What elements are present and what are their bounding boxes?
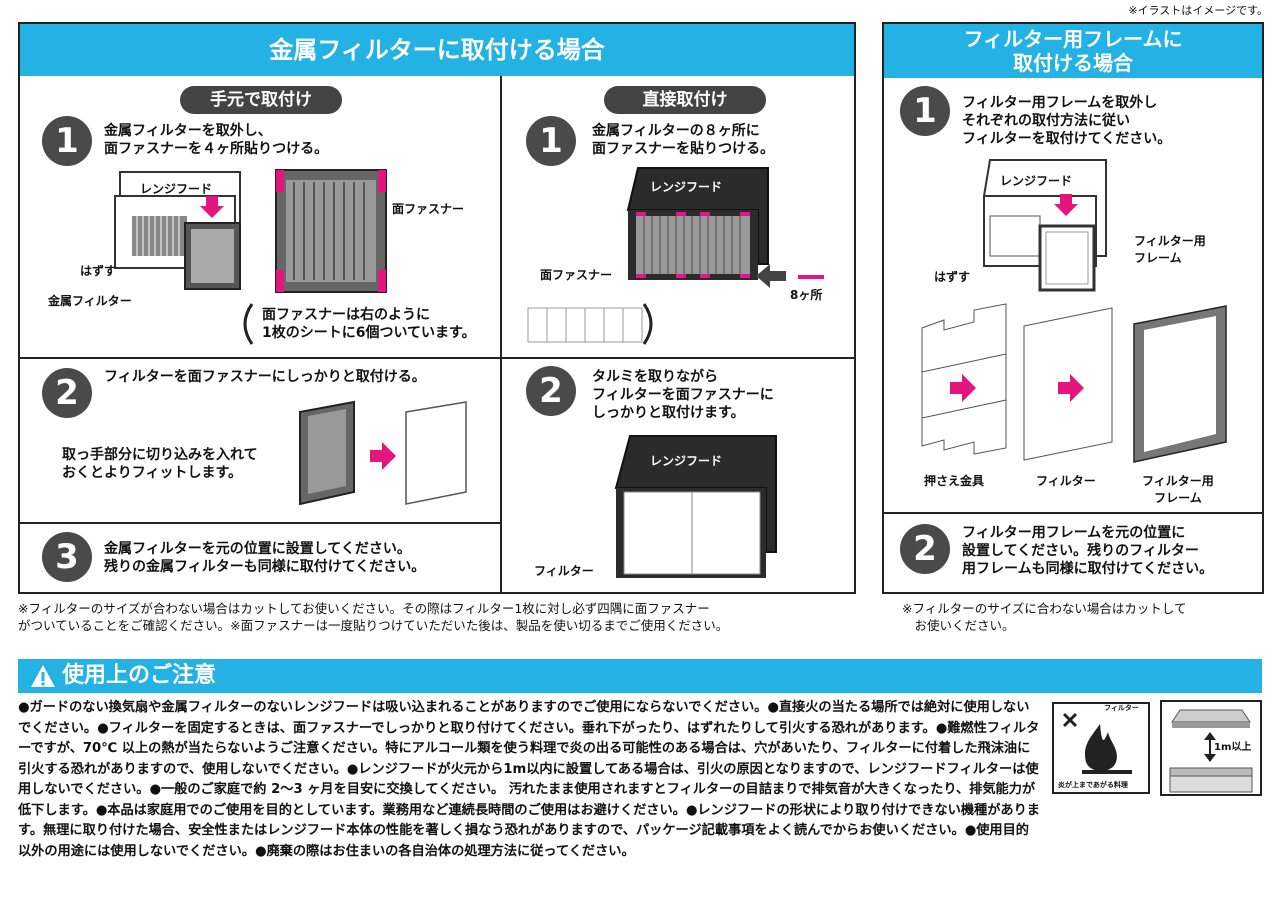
frame-assembly-illustration <box>921 303 1227 463</box>
left-footnote: ※フィルターのサイズが合わない場合はカットしてお使いください。その際はフィルター… <box>18 601 729 633</box>
metal-filter-panel: 金属フィルターに取付ける場合 <box>18 22 856 594</box>
right-footnote: ※フィルターのサイズに合わない場合はカットして お使いください。 <box>902 601 1187 633</box>
hood-label: レンジフード <box>1000 174 1073 188</box>
frame-hood-illustration <box>982 159 1107 292</box>
sheet-note: 面ファスナーは右のように 1枚のシートに6個ついています。 <box>262 307 476 341</box>
step-text: 金属フィルターを取外し、 面ファスナーを４ヶ所貼りつける。 <box>104 123 329 157</box>
direct-attach-label: 直接取付け <box>604 86 766 114</box>
hood-label: レンジフード <box>650 180 723 194</box>
panel-title: 金属フィルターに取付ける場合 <box>20 24 854 76</box>
caution-band <box>18 659 1262 693</box>
step-text: フィルター用フレームを元の位置に 設置してください。残りのフィルター 用フレーム… <box>962 525 1214 577</box>
frame-label: フィルター用 フレーム <box>1134 234 1206 265</box>
step-number: 2 <box>900 524 950 574</box>
divider <box>18 357 856 359</box>
step-number: 1 <box>900 86 950 136</box>
direct-hood-illustration <box>626 167 769 280</box>
step-number: 2 <box>42 368 92 418</box>
step-text: フィルターを面ファスナーにしっかりと取付ける。 <box>104 369 426 385</box>
tip-text: 取っ手部分に切り込みを入れて おくとよりフィットします。 <box>62 447 258 481</box>
hood-label: レンジフード <box>140 182 213 196</box>
divider <box>882 512 1264 514</box>
no-fire-icon <box>1052 702 1150 794</box>
metal-filter-label: 金属フィルター <box>48 294 132 308</box>
remove-label: はずす <box>80 264 117 278</box>
illustration-note: ※イラストはイメージです。 <box>1128 4 1268 17</box>
filter-label: フィルター <box>534 564 594 578</box>
hood-removal-illustration <box>114 171 241 290</box>
metal-filter-illustration <box>275 169 387 293</box>
caution-title: 使用上のご注意 <box>62 663 217 688</box>
attach-filter-illustration <box>299 400 467 506</box>
legend-label: 8ヶ所 <box>790 288 823 302</box>
distance-label: 1m以上 <box>1214 742 1252 753</box>
step-text: 金属フィルターの８ヶ所に 面ファスナーを貼りつける。 <box>592 123 775 157</box>
fastener-label: 面ファスナー <box>540 268 613 282</box>
remove-label: はずす <box>934 270 971 284</box>
panel-title: フィルター用フレームに 取付ける場合 <box>884 24 1262 78</box>
fastener-sheet-illustration <box>243 303 653 345</box>
step-number: 3 <box>42 532 92 582</box>
step-text: フィルター用フレームを取外し それぞれの取付方法に従い フィルターを取付けてくだ… <box>962 95 1172 147</box>
no-fire-label: フィルター <box>1104 704 1139 712</box>
direct-filter-illustration <box>614 435 777 578</box>
hood-label: レンジフード <box>650 454 723 468</box>
distance-icon <box>1160 700 1262 796</box>
arrow-icon <box>756 264 786 288</box>
caution-text: ●ガードのない換気扇や金属フィルターのないレンジフードは吸い込まれることがありま… <box>18 700 1040 859</box>
step-number: 1 <box>526 116 576 166</box>
step-text: 金属フィルターを元の位置に設置してください。 残りの金属フィルターも同様に取付け… <box>104 541 426 575</box>
step-number: 2 <box>526 366 576 416</box>
divider <box>500 76 502 594</box>
divider <box>18 522 502 524</box>
frame-label: フィルター用 フレーム <box>1142 474 1214 505</box>
step-number: 1 <box>42 116 92 166</box>
warning-icon <box>31 665 55 687</box>
press-label: 押さえ金具 <box>924 474 985 488</box>
step-text: タルミを取りながら フィルターを面ファスナーに しっかりと取付けます。 <box>592 369 774 421</box>
hand-attach-label: 手元で取付け <box>180 86 342 114</box>
filter-label: フィルター <box>1036 474 1096 488</box>
no-fire-caption: 炎が上まであがる料理 <box>1058 781 1128 789</box>
legend-swatch <box>798 275 824 279</box>
fastener-label: 面ファスナー <box>392 202 465 216</box>
